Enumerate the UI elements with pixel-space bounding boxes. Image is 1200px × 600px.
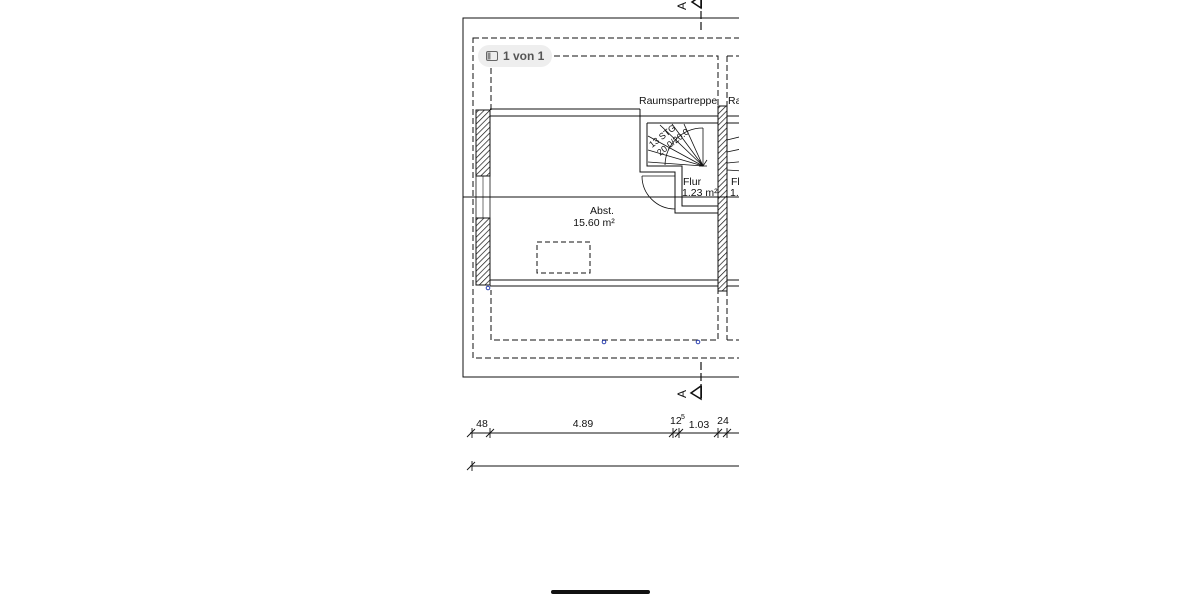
door-swing bbox=[641, 175, 676, 210]
stair-well bbox=[639, 116, 718, 214]
home-indicator-bar[interactable] bbox=[551, 590, 650, 594]
stair-label-2: Ra bbox=[728, 95, 742, 107]
stair-treads bbox=[647, 123, 708, 167]
dimension-line-1 bbox=[466, 428, 739, 438]
stair-label: Raumspartreppe bbox=[639, 95, 717, 107]
plan-dashed-boundary bbox=[472, 37, 739, 359]
section-label-top: A bbox=[675, 2, 689, 10]
page-indicator-text: 1 von 1 bbox=[503, 49, 545, 63]
plan-point-markers bbox=[485, 285, 701, 345]
dimension-label-1: 48 bbox=[476, 418, 488, 430]
dimension-label-3-sup: 5 bbox=[681, 414, 685, 421]
dimension-line-2 bbox=[466, 461, 739, 471]
hall-area: 1.23 m² bbox=[682, 187, 718, 199]
partition-wall bbox=[717, 105, 728, 292]
dimension-label-2: 4.89 bbox=[573, 418, 594, 430]
dimension-label-4: 1.03 bbox=[689, 419, 710, 431]
hall-area-2: 1. bbox=[730, 187, 739, 199]
hall-name: Flur bbox=[683, 176, 702, 188]
left-wall-upper bbox=[475, 109, 491, 177]
dimension-label-5: 24 bbox=[717, 415, 729, 427]
sidebar-toggle-icon bbox=[486, 51, 498, 61]
stair-treads-right bbox=[726, 136, 739, 172]
room-name: Abst. bbox=[590, 205, 614, 217]
hall-name-2: Fl bbox=[731, 176, 740, 188]
plan-outer-frame bbox=[462, 17, 739, 378]
skylight-outline bbox=[536, 241, 591, 274]
section-label-bottom: A bbox=[675, 390, 689, 398]
dimension-label-3: 12 bbox=[670, 415, 682, 427]
left-wall-lower bbox=[475, 217, 491, 286]
page-indicator-badge[interactable]: 1 von 1 bbox=[478, 45, 553, 67]
section-marker-top bbox=[690, 0, 702, 32]
section-marker-bottom bbox=[689, 362, 702, 401]
room-area: 15.60 m² bbox=[573, 217, 615, 229]
